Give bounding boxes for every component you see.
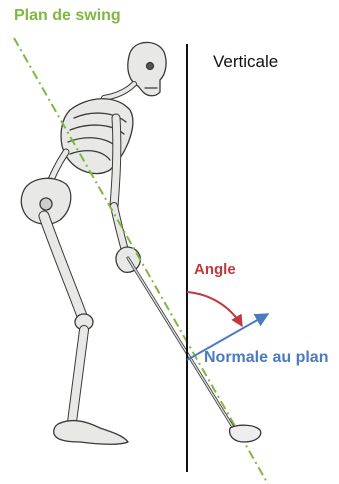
angle-arc: [187, 292, 242, 326]
skeleton-golfer-icon: [21, 42, 166, 444]
vertical-label: Verticale: [213, 53, 278, 70]
normal-label: Normale au plan: [204, 350, 328, 366]
angle-label: Angle: [194, 262, 236, 277]
swing-plane-label: Plan de swing: [14, 8, 121, 24]
